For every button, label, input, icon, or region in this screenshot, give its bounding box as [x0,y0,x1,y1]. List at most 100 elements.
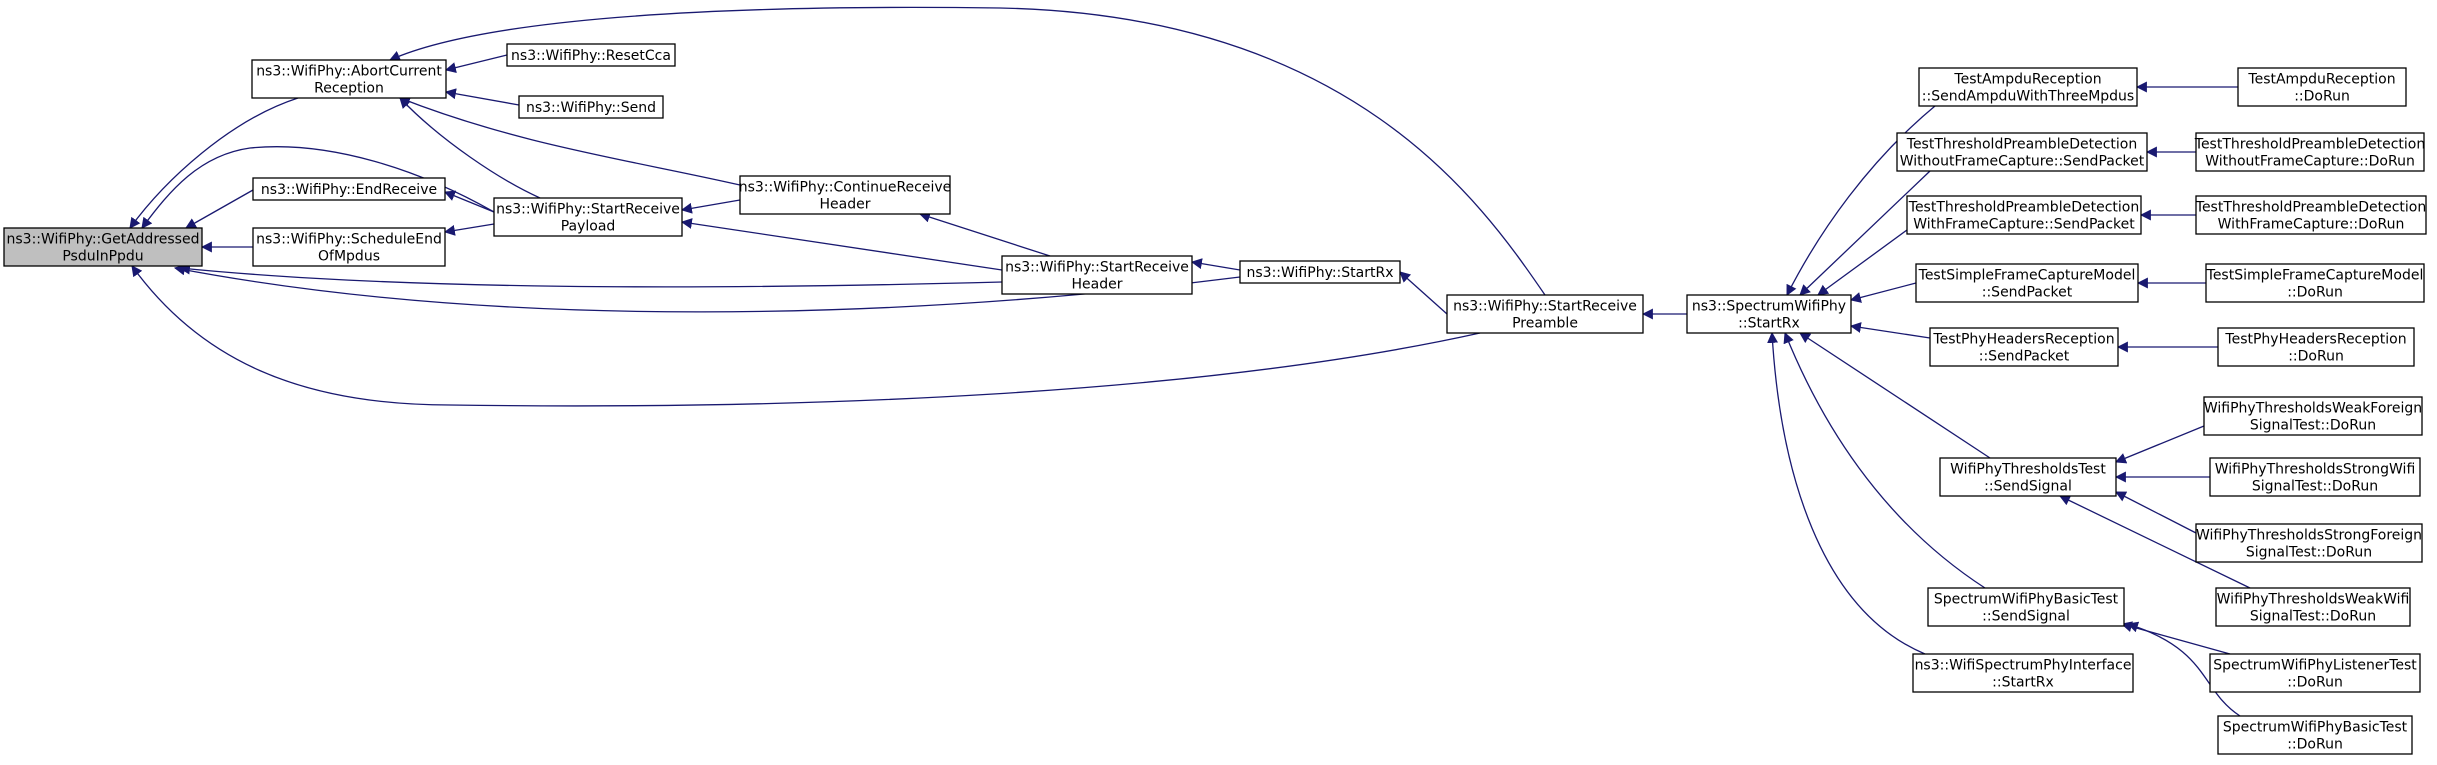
node-label-line: SpectrumWifiPhyListenerTest [2213,658,2417,674]
node-box [2209,653,2421,693]
node-label-line: ::StartRx [1992,675,2054,691]
node-box [518,95,664,119]
node-box [739,175,951,215]
edge-continuehdr-to-startpayload [680,199,741,214]
node-box [2195,523,2423,563]
node-label-line: SpectrumWifiPhyBasicTest [1934,592,2119,608]
node-label-line: TestSimpleFrameCaptureModel [2206,268,2424,284]
node-phr-run[interactable]: TestPhyHeadersReception::DoRun [2217,327,2415,367]
node-label-line: ::SendPacket [1982,285,2073,301]
node-box [506,43,676,67]
node-label-line: SpectrumWifiPhyBasicTest [2223,720,2408,736]
node-box [3,227,203,267]
node-spectrumstartrx[interactable]: ns3::SpectrumWifiPhy::StartRx [1686,294,1852,334]
node-box [1001,255,1193,295]
node-box [2195,195,2427,235]
edge-swpbt_send-to-spectrumstartrx [1783,331,1986,589]
node-basic-run[interactable]: SpectrumWifiPhyBasicTest::DoRun [2217,715,2413,755]
node-tpd-w-send[interactable]: TestThresholdPreambleDetectionWithFrameC… [1906,195,2142,235]
node-wspi-startrx[interactable]: ns3::WifiSpectrumPhyInterface::StartRx [1912,653,2134,693]
node-label-line: ns3::WifiPhy::AbortCurrent [256,64,442,80]
node-tpd-w-run[interactable]: TestThresholdPreambleDetectionWithFrameC… [2195,195,2427,235]
edge-startpreamble-to-getaddr [131,265,1481,407]
edge-endrecv-to-getaddr [185,189,254,229]
node-resetcca[interactable]: ns3::WifiPhy::ResetCca [506,43,676,67]
node-label-line: TestThresholdPreambleDetection [1906,137,2137,153]
node-label-line: Payload [561,219,616,235]
node-box [1915,263,2139,303]
node-label-line: SignalTest::DoRun [2250,609,2376,625]
node-label-line: ::DoRun [2288,349,2344,365]
node-sfc-run[interactable]: TestSimpleFrameCaptureModel::DoRun [2205,263,2425,303]
node-ampdu-send[interactable]: TestAmpduReception::SendAmpduWithThreeMp… [1918,67,2138,107]
edge-continuehdr-to-abort [398,96,741,186]
edge-tpd_wo_send-to-spectrumstartrx [1799,170,1931,296]
node-box [1896,132,2148,172]
node-box [2215,587,2411,627]
node-label-line: SignalTest::DoRun [2252,479,2378,495]
node-label-line: TestPhyHeadersReception [2224,332,2406,348]
node-tpd-wo-send[interactable]: TestThresholdPreambleDetectionWithoutFra… [1896,132,2148,172]
node-box [493,197,683,237]
edge-wpt_weakforeign-to-wpt_send [2114,425,2205,464]
node-startrx[interactable]: ns3::WifiPhy::StartRx [1239,260,1401,284]
node-label-line: ::SendPacket [1979,349,2070,365]
node-swpbt-send[interactable]: SpectrumWifiPhyBasicTest::SendSignal [1927,587,2125,627]
node-wpt-strongwifi[interactable]: WifiPhyThresholdsStrongWifiSignalTest::D… [2209,457,2421,497]
edge-basic_run-to-swpbt_send [2126,621,2241,717]
node-phr-send[interactable]: TestPhyHeadersReception::SendPacket [1929,327,2119,367]
edge-ampdu_send-to-spectrumstartrx [1786,105,1936,296]
node-label-line: PsduInPpdu [62,249,143,265]
node-ampdu-run[interactable]: TestAmpduReception::DoRun [2237,67,2407,107]
edge-listener_run-to-swpbt_send [2120,621,2231,655]
node-label-line: WithFrameCapture::DoRun [2218,217,2405,233]
node-label-line: WithFrameCapture::SendPacket [1913,217,2135,233]
node-wpt-weakwifi[interactable]: WifiPhyThresholdsWeakWifiSignalTest::DoR… [2215,587,2411,627]
node-box [252,227,446,267]
node-label-line: ns3::SpectrumWifiPhy [1692,299,1846,315]
node-tpd-wo-run[interactable]: TestThresholdPreambleDetectionWithoutFra… [2194,132,2425,172]
node-label-line: ns3::WifiPhy::ResetCca [511,48,671,64]
node-box [1939,457,2117,497]
node-box [1927,587,2125,627]
node-label-line: ns3::WifiPhy::EndReceive [261,182,437,198]
node-label-line: Header [820,197,871,213]
node-box [1239,260,1401,284]
node-box [1918,67,2138,107]
node-box [252,177,446,201]
edge-startpreamble-to-startrx [1399,271,1448,315]
node-box [2217,715,2413,755]
node-wpt-send[interactable]: WifiPhyThresholdsTest::SendSignal [1939,457,2117,497]
edge-send-to-abort [444,88,520,106]
node-wpt-weakforeign[interactable]: WifiPhyThresholdsWeakForeignSignalTest::… [2203,396,2423,436]
node-wpt-strongforeign[interactable]: WifiPhyThresholdsStrongForeignSignalTest… [2195,523,2423,563]
node-sfc-send[interactable]: TestSimpleFrameCaptureModel::SendPacket [1915,263,2139,303]
node-send[interactable]: ns3::WifiPhy::Send [518,95,664,119]
node-box [1912,653,2134,693]
node-label-line: SignalTest::DoRun [2246,545,2372,561]
node-label-line: WithoutFrameCapture::SendPacket [1900,154,2145,170]
edge-wpt_strongforeign-to-wpt_send [2115,491,2197,534]
edge-starthdr-to-continuehdr [918,211,1051,257]
node-box [2195,132,2425,172]
node-box [1686,294,1852,334]
edge-abort-to-getaddr [129,97,299,229]
node-box [2205,263,2425,303]
edge-sfc_send-to-spectrumstartrx [1849,282,1917,303]
node-label-line: ::DoRun [2287,737,2343,753]
node-endrecv[interactable]: ns3::WifiPhy::EndReceive [252,177,446,201]
node-label-line: TestAmpduReception [1953,72,2101,88]
node-label-line: ::StartRx [1738,316,1800,332]
node-listener-run[interactable]: SpectrumWifiPhyListenerTest::DoRun [2209,653,2421,693]
node-label-line: Reception [314,81,384,97]
edge-starthdr-to-startpayload [680,218,1003,271]
node-label-line: ::SendSignal [1984,479,2072,495]
edge-startpayload-to-endrecv [443,190,495,213]
